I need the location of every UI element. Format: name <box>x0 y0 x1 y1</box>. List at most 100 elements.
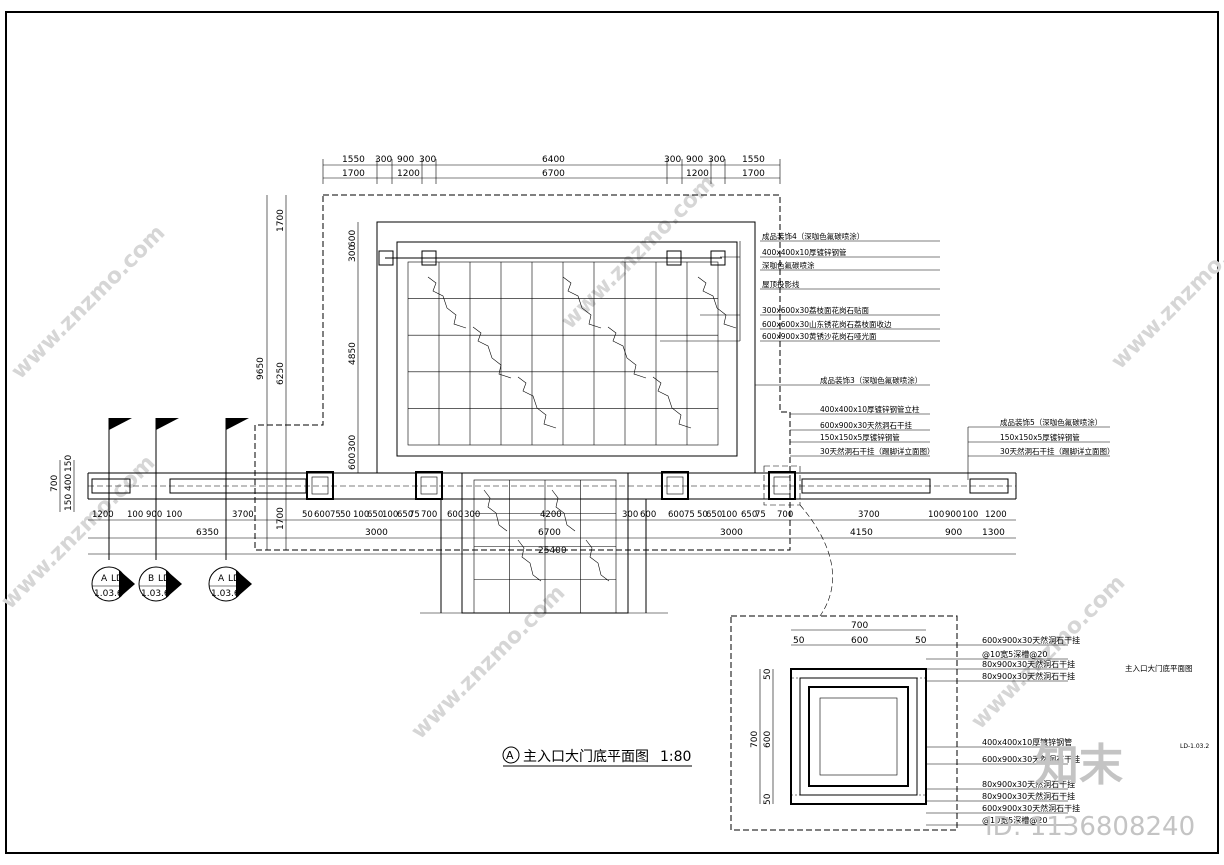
detail-box <box>730 615 958 831</box>
detail-callout-label: 600x900x30天然洞石干挂 <box>982 635 1080 645</box>
section-marker-letter: A <box>218 574 225 584</box>
top-dim-label: 6700 <box>542 169 565 179</box>
bottom-dim-label: 100 <box>127 510 143 520</box>
top-dim-label: 6400 <box>542 155 565 165</box>
bottom-dim-label: 600 <box>640 510 656 520</box>
base-column-4-core <box>773 476 791 495</box>
callouts-top: 成品装饰4（深咖色氟碳喷涂）400x400x10厚镀锌钢管深咖色氟碳喷涂屋顶投影… <box>660 231 940 342</box>
bottom-dim-label: 650 <box>397 510 413 520</box>
bottom-dim-label: 300 <box>622 510 638 520</box>
bottom-dim-label: 300 <box>464 510 480 520</box>
detail-callout-label: 600x900x30天然洞石干挂 <box>982 754 1080 764</box>
detail-dim-left-a: 50 <box>763 668 773 680</box>
bottom-dim-label: 3000 <box>720 528 743 538</box>
bottom-dim-label: 100 <box>353 510 369 520</box>
roof-projection-line <box>254 194 791 551</box>
section-marker-letter: A <box>101 574 108 584</box>
bottom-dim-label: 50 <box>340 510 351 520</box>
path-vein <box>551 489 576 532</box>
base-column-1-core <box>311 476 329 495</box>
section-marker-number: 1.03.6 <box>211 589 240 599</box>
detail-callout-label: @10宽5深槽@20 <box>982 815 1047 825</box>
path-grid <box>474 480 616 613</box>
detail-title: 主入口大门底平面图 <box>1125 663 1193 673</box>
top-dim-label: 1200 <box>686 169 709 179</box>
base-columns <box>306 465 801 506</box>
top-dim-label: 900 <box>686 155 703 165</box>
dim-left-mid-b: 6250 <box>276 362 286 385</box>
stone-vein <box>517 376 557 429</box>
watermark-4: www.znzmo.com <box>0 450 160 614</box>
top-dim-label: 300 <box>419 155 436 165</box>
wall-panel-1 <box>91 478 131 494</box>
callout-label: 30天然洞石干挂（踢脚详立面图） <box>1000 446 1115 456</box>
bottom-dim-label: 100 <box>962 510 978 520</box>
callouts-right: 成品装饰3（深咖色氟碳喷涂）400x400x10厚镀锌钢管立柱600x900x3… <box>754 375 935 473</box>
brand-logo: 知末 <box>1035 740 1123 791</box>
detail-dim-left-b: 600 <box>763 731 773 748</box>
flag-icon-3 <box>226 418 249 430</box>
bottom-dim-label: 900 <box>945 528 962 538</box>
detail-dim-left-total: 700 <box>750 731 760 748</box>
path-vein <box>585 539 610 582</box>
top-dim-label: 1550 <box>742 155 765 165</box>
detail-callouts: 600x900x30天然洞石干挂@10宽5深槽@2080x900x30天然洞石干… <box>926 635 1080 826</box>
bottom-dim-label: 100 <box>382 510 398 520</box>
path-vein <box>517 539 542 582</box>
callout-label: 150x150x5厚镀锌钢管 <box>1000 432 1080 442</box>
bottom-dim-label: 100 <box>928 510 944 520</box>
callout-label: 成品装饰5（深咖色氟碳喷涂） <box>1000 417 1102 427</box>
flag-icon-2 <box>156 418 179 430</box>
top-column-4 <box>710 250 726 266</box>
callout-label: 600x600x30山东锈花岗石荔枝面收边 <box>762 319 892 329</box>
base-column-1 <box>306 471 334 500</box>
bottom-dim-label: 100 <box>721 510 737 520</box>
dim-left-inner-b: 600 <box>348 230 358 247</box>
bottom-dim-label: 900 <box>146 510 162 520</box>
bottom-dim-label: 3000 <box>365 528 388 538</box>
path-vein <box>483 489 508 532</box>
callout-label: 屋顶投影线 <box>762 279 800 289</box>
bottom-dim-label: 600 <box>668 510 684 520</box>
title-scale: 1:80 <box>660 749 691 765</box>
feature-wall-frame <box>396 241 738 457</box>
callouts-far-right: 成品装饰5（深咖色氟碳喷涂） 150x150x5厚镀锌钢管 30天然洞石干挂（踢脚详… <box>967 417 1115 480</box>
detail-steel-tube <box>808 686 909 787</box>
callout-label: 600x900x30天然洞石干挂 <box>820 420 913 430</box>
bottom-dim-label: 650 <box>741 510 757 520</box>
base-column-3 <box>661 471 689 500</box>
bottom-dim-label: 75 <box>755 510 766 520</box>
top-dim-label: 1700 <box>342 169 365 179</box>
title-marker: A <box>506 749 514 762</box>
dim-end-a: 150 <box>64 455 74 472</box>
detail-column-outer <box>790 668 927 805</box>
title-text: 主入口大门底平面图 <box>523 749 649 765</box>
wall-panel-4 <box>969 478 1009 494</box>
top-dim-label: 900 <box>397 155 414 165</box>
drawing-title: A 主入口大门底平面图 1:80 <box>502 746 692 767</box>
dim-left-inner-a: 300 <box>348 245 358 262</box>
dim-end-c: 150 <box>64 494 74 511</box>
bottom-dim-label: 1200 <box>985 510 1007 520</box>
section-marker-sheet: LD <box>228 574 240 584</box>
bottom-dim-label: 75 <box>684 510 695 520</box>
top-dim-label: 300 <box>708 155 725 165</box>
bottom-dim-label: 4200 <box>540 510 562 520</box>
brand-id: ID: 1136808240 <box>985 812 1195 842</box>
bottom-dim-label: 50 <box>697 510 708 520</box>
detail-stone-inner <box>799 677 918 796</box>
watermark-5: www.znzmo.com <box>407 580 571 744</box>
top-column-1 <box>378 250 394 266</box>
bottom-dim-label: 650 <box>706 510 722 520</box>
callout-label: 成品装饰3（深咖色氟碳喷涂） <box>820 375 922 385</box>
top-dim-label: 1550 <box>342 155 365 165</box>
stone-vein <box>427 276 467 329</box>
stone-vein <box>562 276 602 329</box>
top-dim-label: 1700 <box>742 169 765 179</box>
top-column-2 <box>421 250 437 266</box>
bottom-dim-label: 1200 <box>92 510 114 520</box>
